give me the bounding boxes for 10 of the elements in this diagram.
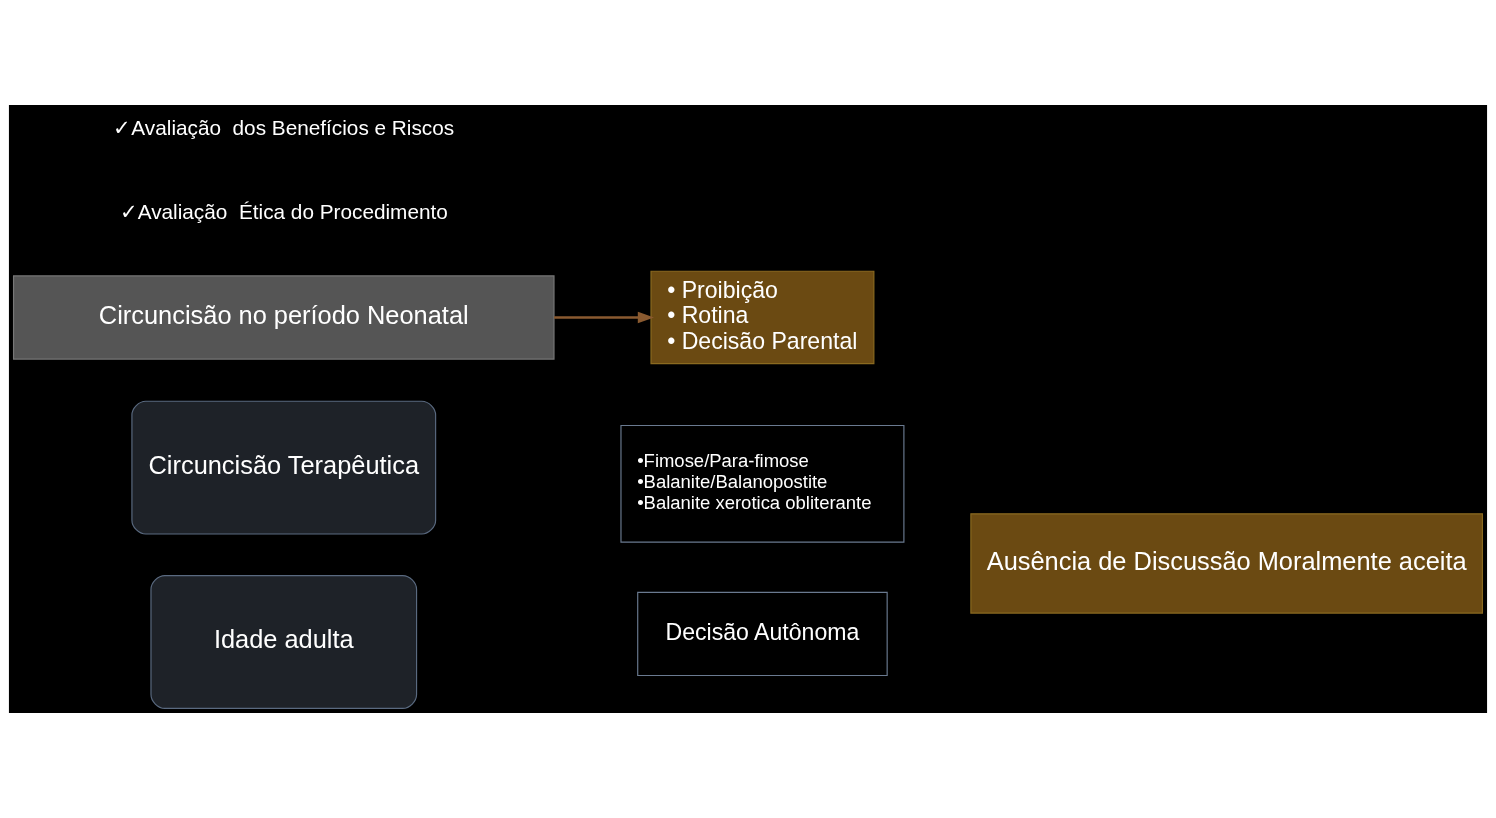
node-box: Idade adulta (150, 575, 418, 709)
arrow (554, 311, 654, 324)
label: ✓Avaliação Ética do Procedimento (119, 199, 448, 223)
node-box: Ausência de Discussão Moralmente aceita (970, 513, 1484, 614)
node-box: Decisão Autônoma (637, 591, 888, 677)
label: ✓Avaliação dos Benefícios e Riscos (113, 116, 455, 140)
node-box: •Fimose/Para-fimose •Balanite/Balanopostite •Balanite xerotica obliterante (620, 424, 905, 543)
node-box: Circuncisão no período Neonatal (12, 275, 555, 360)
node-box: • Proibição • Rotina • Decisão Parental (650, 270, 875, 365)
node-box: Circuncisão Terapêutica (131, 400, 437, 535)
